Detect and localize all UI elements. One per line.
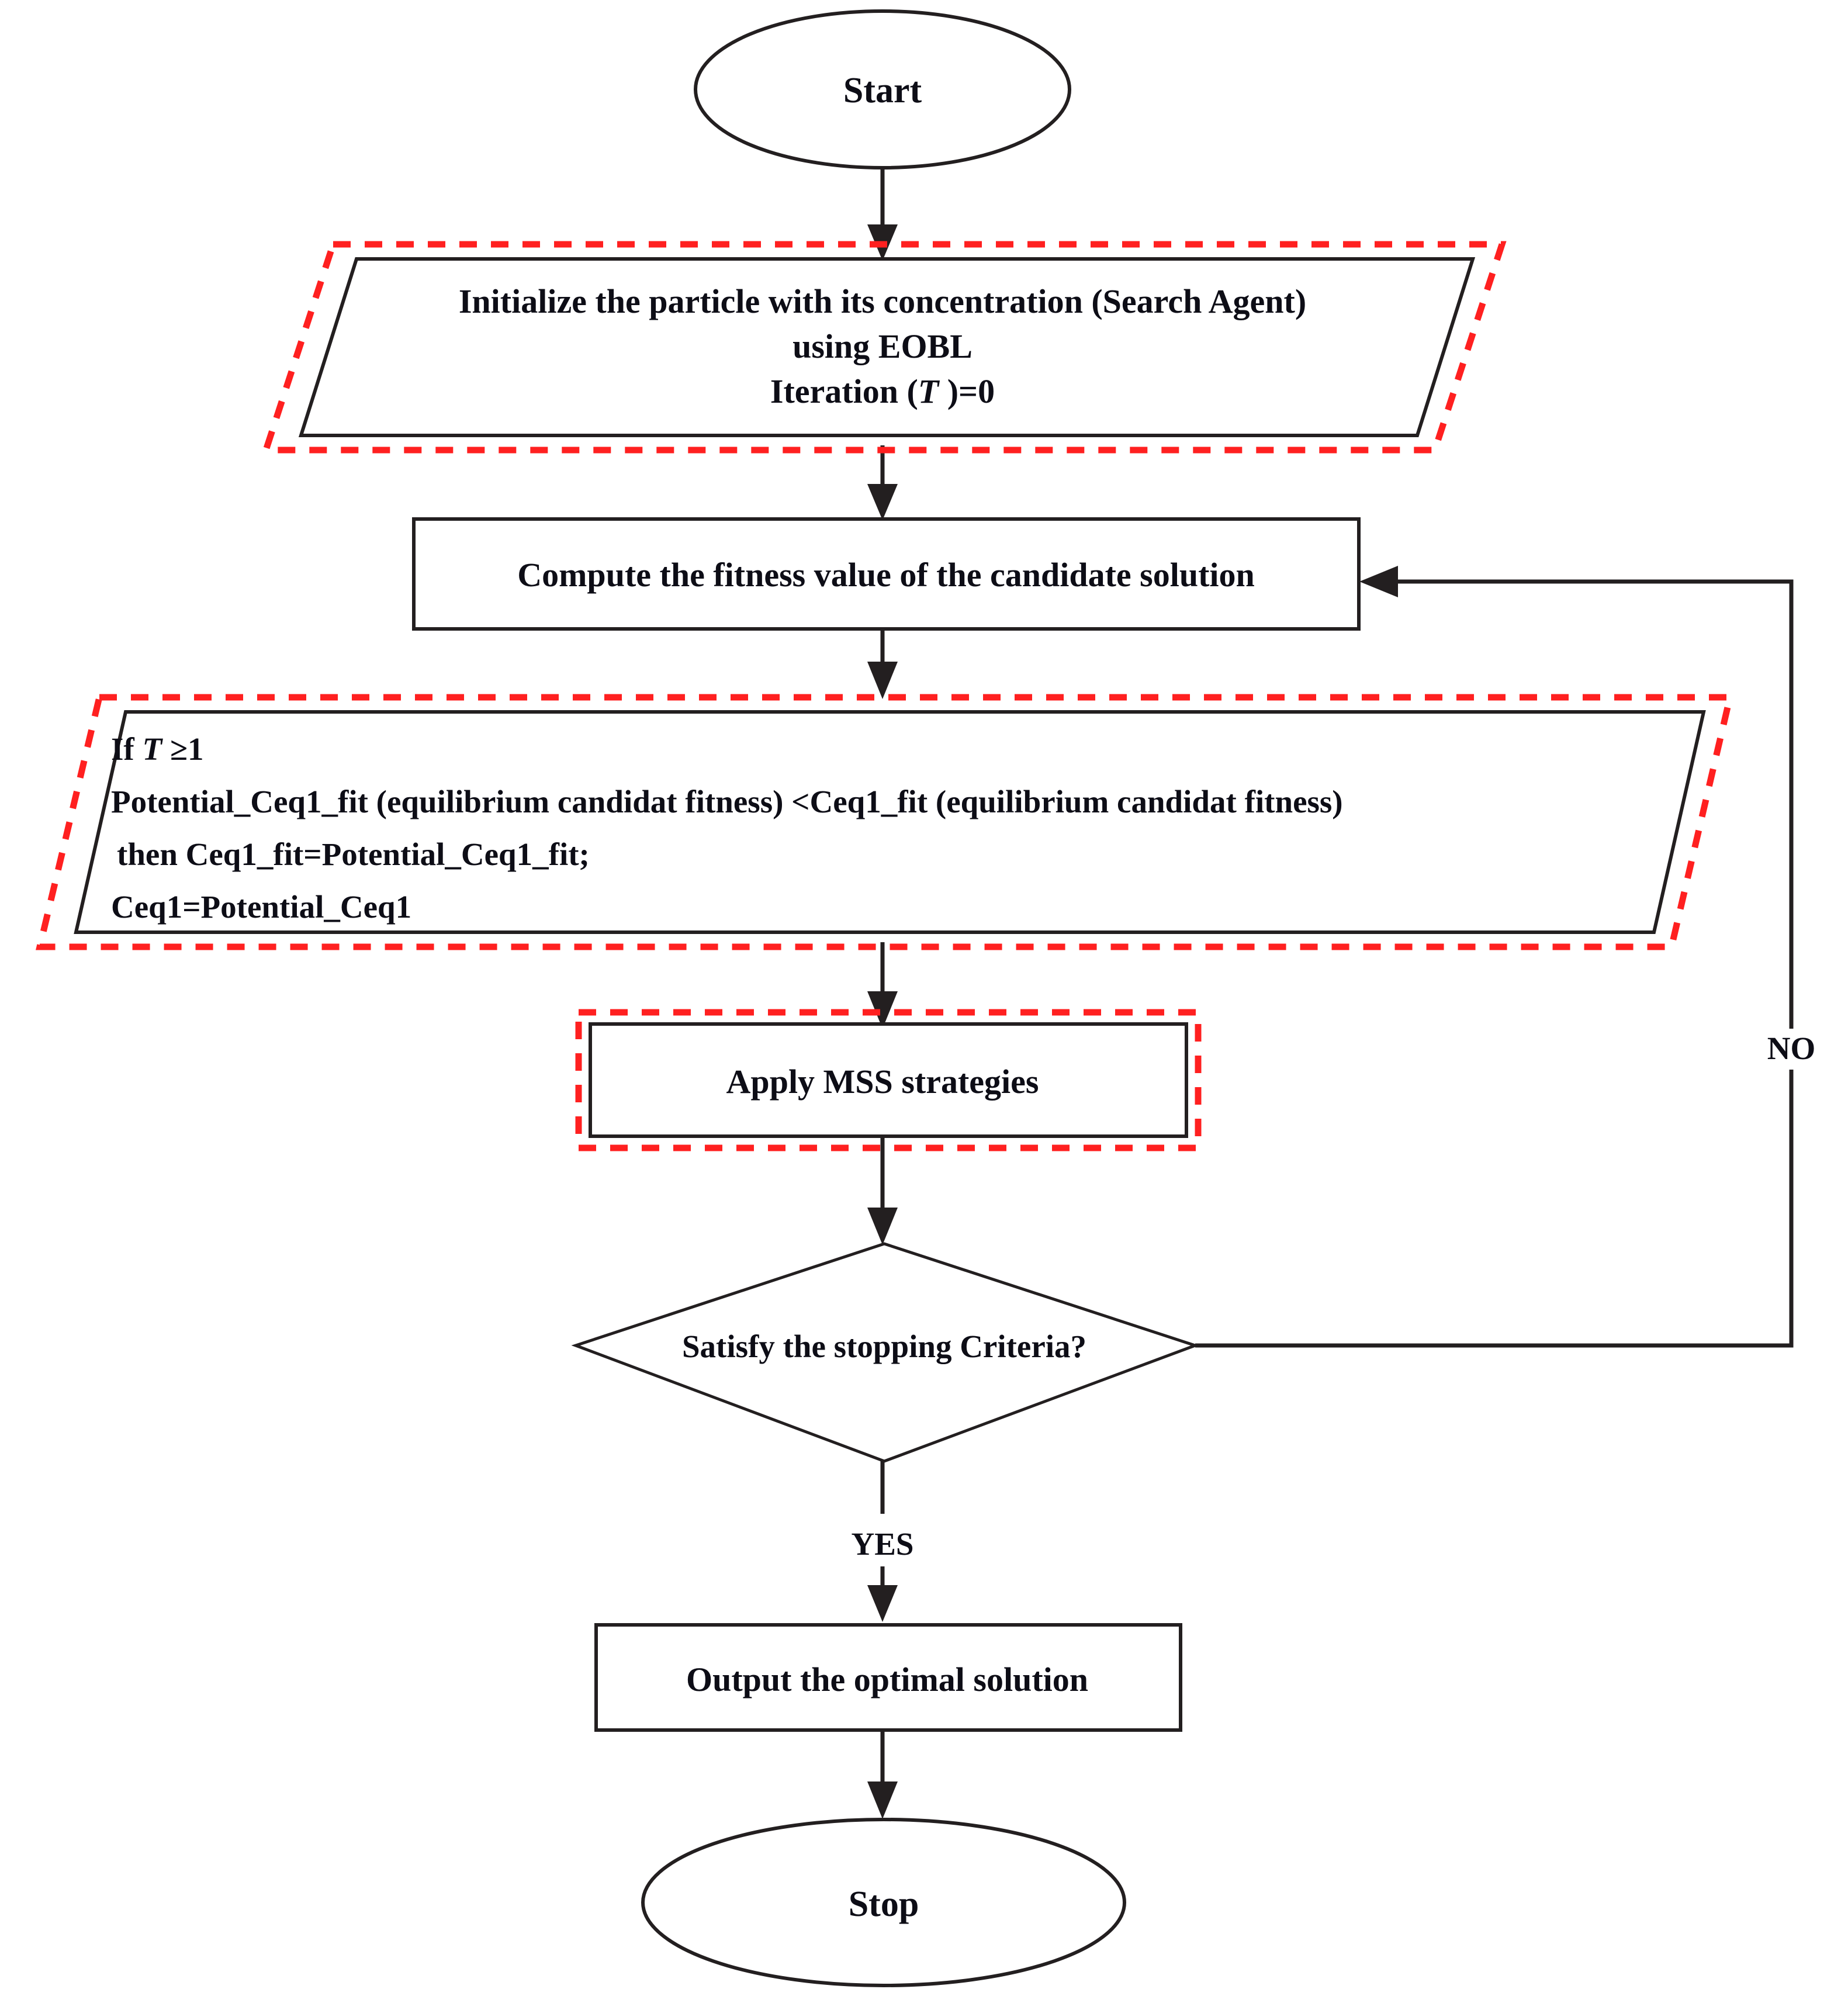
initialize-iteration-suffix: )=0 [939, 372, 995, 410]
node-apply-mss[interactable]: Apply MSS strategies [575, 1009, 1202, 1151]
initialize-parallelogram [298, 257, 1476, 437]
node-stop-label: Stop [849, 1884, 919, 1924]
update-equilibrium-parallelogram [74, 710, 1706, 934]
node-start[interactable]: Start [694, 9, 1071, 169]
edge-decision-no-loop [1195, 566, 1794, 1348]
edge-update-to-apply-mss [867, 942, 898, 1029]
edge-label-no-top: NO [1767, 1030, 1816, 1066]
update-if-var: T [142, 731, 163, 767]
node-update-equilibrium[interactable]: If T ≥1 Potential_Ceq1_fit (equilibrium … [36, 694, 1734, 950]
edge-decision-to-output [867, 1461, 898, 1622]
edge-apply-mss-to-decision [867, 1137, 898, 1245]
update-if-suffix: ≥1 [162, 731, 203, 767]
stop-ellipse [641, 1818, 1126, 1987]
node-stopping-criteria-label: Satisfy the stopping Criteria? [682, 1329, 1086, 1364]
node-update-line2: Potential_Ceq1_fit (equilibrium candidat… [111, 784, 1343, 819]
output-solution-rect [594, 1623, 1182, 1732]
node-compute-fitness[interactable]: Compute the fitness value of the candida… [412, 517, 1361, 631]
node-output-solution[interactable]: Output the optimal solution [594, 1623, 1182, 1732]
node-initialize-line2: using EOBL [793, 327, 973, 365]
no-label-backdrop [1759, 1029, 1825, 1070]
compute-fitness-rect [412, 517, 1361, 631]
update-if-prefix: If [111, 731, 142, 767]
node-stop[interactable]: Stop [641, 1818, 1126, 1987]
node-output-solution-label: Output the optimal solution [686, 1661, 1088, 1698]
node-stopping-criteria[interactable]: Satisfy the stopping Criteria? [571, 1242, 1200, 1463]
edge-compute-to-update [867, 628, 898, 699]
initialize-iteration-var: T [918, 372, 940, 410]
initialize-highlight-outline [261, 241, 1507, 454]
edge-output-to-stop [867, 1730, 898, 1819]
node-apply-mss-label: Apply MSS strategies [726, 1063, 1039, 1101]
apply-mss-rect [589, 1022, 1188, 1138]
node-compute-fitness-label: Compute the fitness value of the candida… [517, 556, 1255, 594]
node-update-line4: Ceq1=Potential_Ceq1 [111, 889, 411, 925]
edge-initialize-to-compute [867, 445, 898, 520]
edge-label-yes: YES [852, 1526, 914, 1562]
node-update-line1: If T ≥1 [111, 731, 204, 767]
node-initialize[interactable]: Initialize the particle with its concent… [261, 241, 1507, 454]
initialize-iteration-prefix: Iteration ( [770, 372, 918, 410]
node-start-label: Start [843, 71, 922, 110]
node-initialize-line1: Initialize the particle with its concent… [459, 282, 1306, 320]
stopping-criteria-diamond [571, 1242, 1200, 1463]
node-initialize-line3: Iteration (T )=0 [770, 372, 995, 410]
node-update-line3: then Ceq1_fit=Potential_Ceq1_fit; [117, 836, 590, 872]
update-equilibrium-highlight-outline [36, 694, 1734, 950]
